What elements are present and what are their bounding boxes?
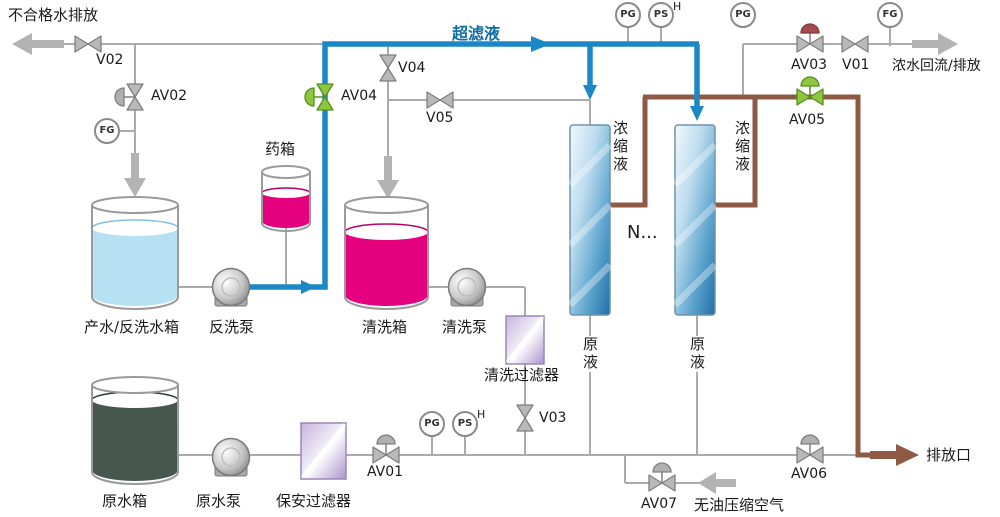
label-concentrate-return: 浓水回流/排放 bbox=[892, 58, 981, 74]
raw-water-pump bbox=[211, 437, 251, 477]
label-raw-water-tank: 原水箱 bbox=[102, 492, 148, 510]
tag-v01: V01 bbox=[842, 57, 870, 73]
product-backwash-tank bbox=[91, 196, 179, 310]
concentrate-pipes bbox=[610, 94, 872, 458]
label-security-filter: 保安过滤器 bbox=[276, 492, 352, 510]
tag-v05: V05 bbox=[426, 110, 454, 126]
tag-av04: AV04 bbox=[341, 88, 378, 104]
chemical-tank bbox=[261, 165, 311, 232]
gray-flow-arrows bbox=[12, 33, 958, 494]
valve-av05 bbox=[796, 76, 824, 106]
fg-gauge-left bbox=[94, 118, 120, 144]
ultrafiltrate-pipes bbox=[249, 41, 700, 290]
pg-gauge-right-text: PG bbox=[735, 9, 751, 20]
ps-gauge-bottom-text: PS bbox=[457, 418, 473, 429]
label-discharge-outlet: 排放口 bbox=[926, 446, 972, 464]
ps-gauge-bottom bbox=[452, 411, 478, 437]
label-feed-1: 原液 bbox=[581, 336, 599, 372]
valve-av02 bbox=[114, 83, 144, 111]
fg-gauge-right bbox=[877, 2, 903, 28]
pg-gauge-top-text: PG bbox=[620, 9, 636, 20]
uf-membrane-2 bbox=[672, 124, 718, 316]
pg-gauge-bottom-text: PG bbox=[424, 418, 440, 429]
tag-av05: AV05 bbox=[789, 112, 826, 128]
raw-water-tank bbox=[91, 376, 179, 485]
ps-gauge-top bbox=[648, 2, 674, 28]
cleaning-tank bbox=[344, 196, 429, 310]
valve-v01 bbox=[841, 35, 869, 53]
to-cleaning-tank-arrow bbox=[377, 156, 399, 199]
fg-gauge-right-text: FG bbox=[882, 9, 898, 20]
return-right-arrow bbox=[912, 33, 958, 55]
cleaning-filter bbox=[505, 315, 545, 365]
tag-v04: V04 bbox=[398, 60, 426, 76]
label-concentrate-1: 浓缩液 bbox=[611, 120, 629, 174]
label-ultrafiltrate: 超滤液 bbox=[452, 24, 501, 43]
tag-av07: AV07 bbox=[641, 496, 678, 512]
air-inlet-arrow bbox=[698, 472, 736, 494]
fg-gauge-left-text: FG bbox=[99, 125, 115, 136]
pg-gauge-top bbox=[615, 2, 641, 28]
valve-av06 bbox=[796, 434, 824, 464]
valve-av03 bbox=[796, 23, 824, 53]
pg-gauge-bottom bbox=[419, 411, 445, 437]
label-feed-2: 原液 bbox=[688, 336, 706, 372]
label-membrane-count: N... bbox=[627, 222, 658, 243]
security-filter bbox=[300, 422, 347, 480]
tag-v02: V02 bbox=[96, 52, 124, 68]
gray-process-pipes bbox=[18, 27, 912, 484]
valve-v04 bbox=[379, 54, 397, 82]
label-cleaning-pump: 清洗泵 bbox=[442, 318, 488, 336]
tag-v03: V03 bbox=[539, 410, 567, 426]
label-unqualified-water: 不合格水排放 bbox=[8, 6, 99, 24]
valve-v05 bbox=[426, 91, 454, 109]
to-product-tank-arrow bbox=[124, 153, 146, 197]
label-concentrate-2: 浓缩液 bbox=[733, 120, 751, 174]
ultrafiltrate-flow-arrows bbox=[301, 36, 704, 294]
valve-av01 bbox=[372, 434, 400, 464]
gauge-circles bbox=[94, 2, 903, 437]
label-raw-water-pump: 原水泵 bbox=[196, 492, 242, 510]
pg-gauge-right bbox=[730, 2, 756, 28]
tag-av01: AV01 bbox=[367, 464, 404, 480]
valve-av07 bbox=[648, 462, 676, 492]
backwash-pump bbox=[211, 267, 251, 307]
ps-gauge-top-text: PS bbox=[653, 9, 669, 20]
label-cleaning-filter: 清洗过滤器 bbox=[484, 366, 560, 384]
label-chemical-tank: 药箱 bbox=[265, 140, 296, 158]
label-product-backwash-tank: 产水/反洗水箱 bbox=[84, 318, 180, 336]
discharge-outlet-arrow bbox=[870, 444, 919, 466]
uf-membrane-1 bbox=[567, 124, 613, 316]
label-cleaning-tank: 清洗箱 bbox=[362, 318, 408, 336]
label-backwash-pump: 反洗泵 bbox=[209, 318, 255, 336]
tag-av06: AV06 bbox=[791, 466, 828, 482]
tag-av03: AV03 bbox=[791, 57, 828, 73]
valve-v03 bbox=[516, 404, 534, 432]
valve-av04 bbox=[304, 83, 334, 111]
cleaning-pump bbox=[447, 267, 487, 307]
ps-top-high-mark: H bbox=[673, 0, 682, 13]
ps-bottom-high-mark: H bbox=[477, 408, 486, 421]
tag-av02: AV02 bbox=[151, 88, 188, 104]
label-oil-free-air: 无油压缩空气 bbox=[694, 496, 785, 514]
discharge-left-arrow bbox=[12, 33, 64, 55]
valve-v02 bbox=[74, 35, 102, 53]
